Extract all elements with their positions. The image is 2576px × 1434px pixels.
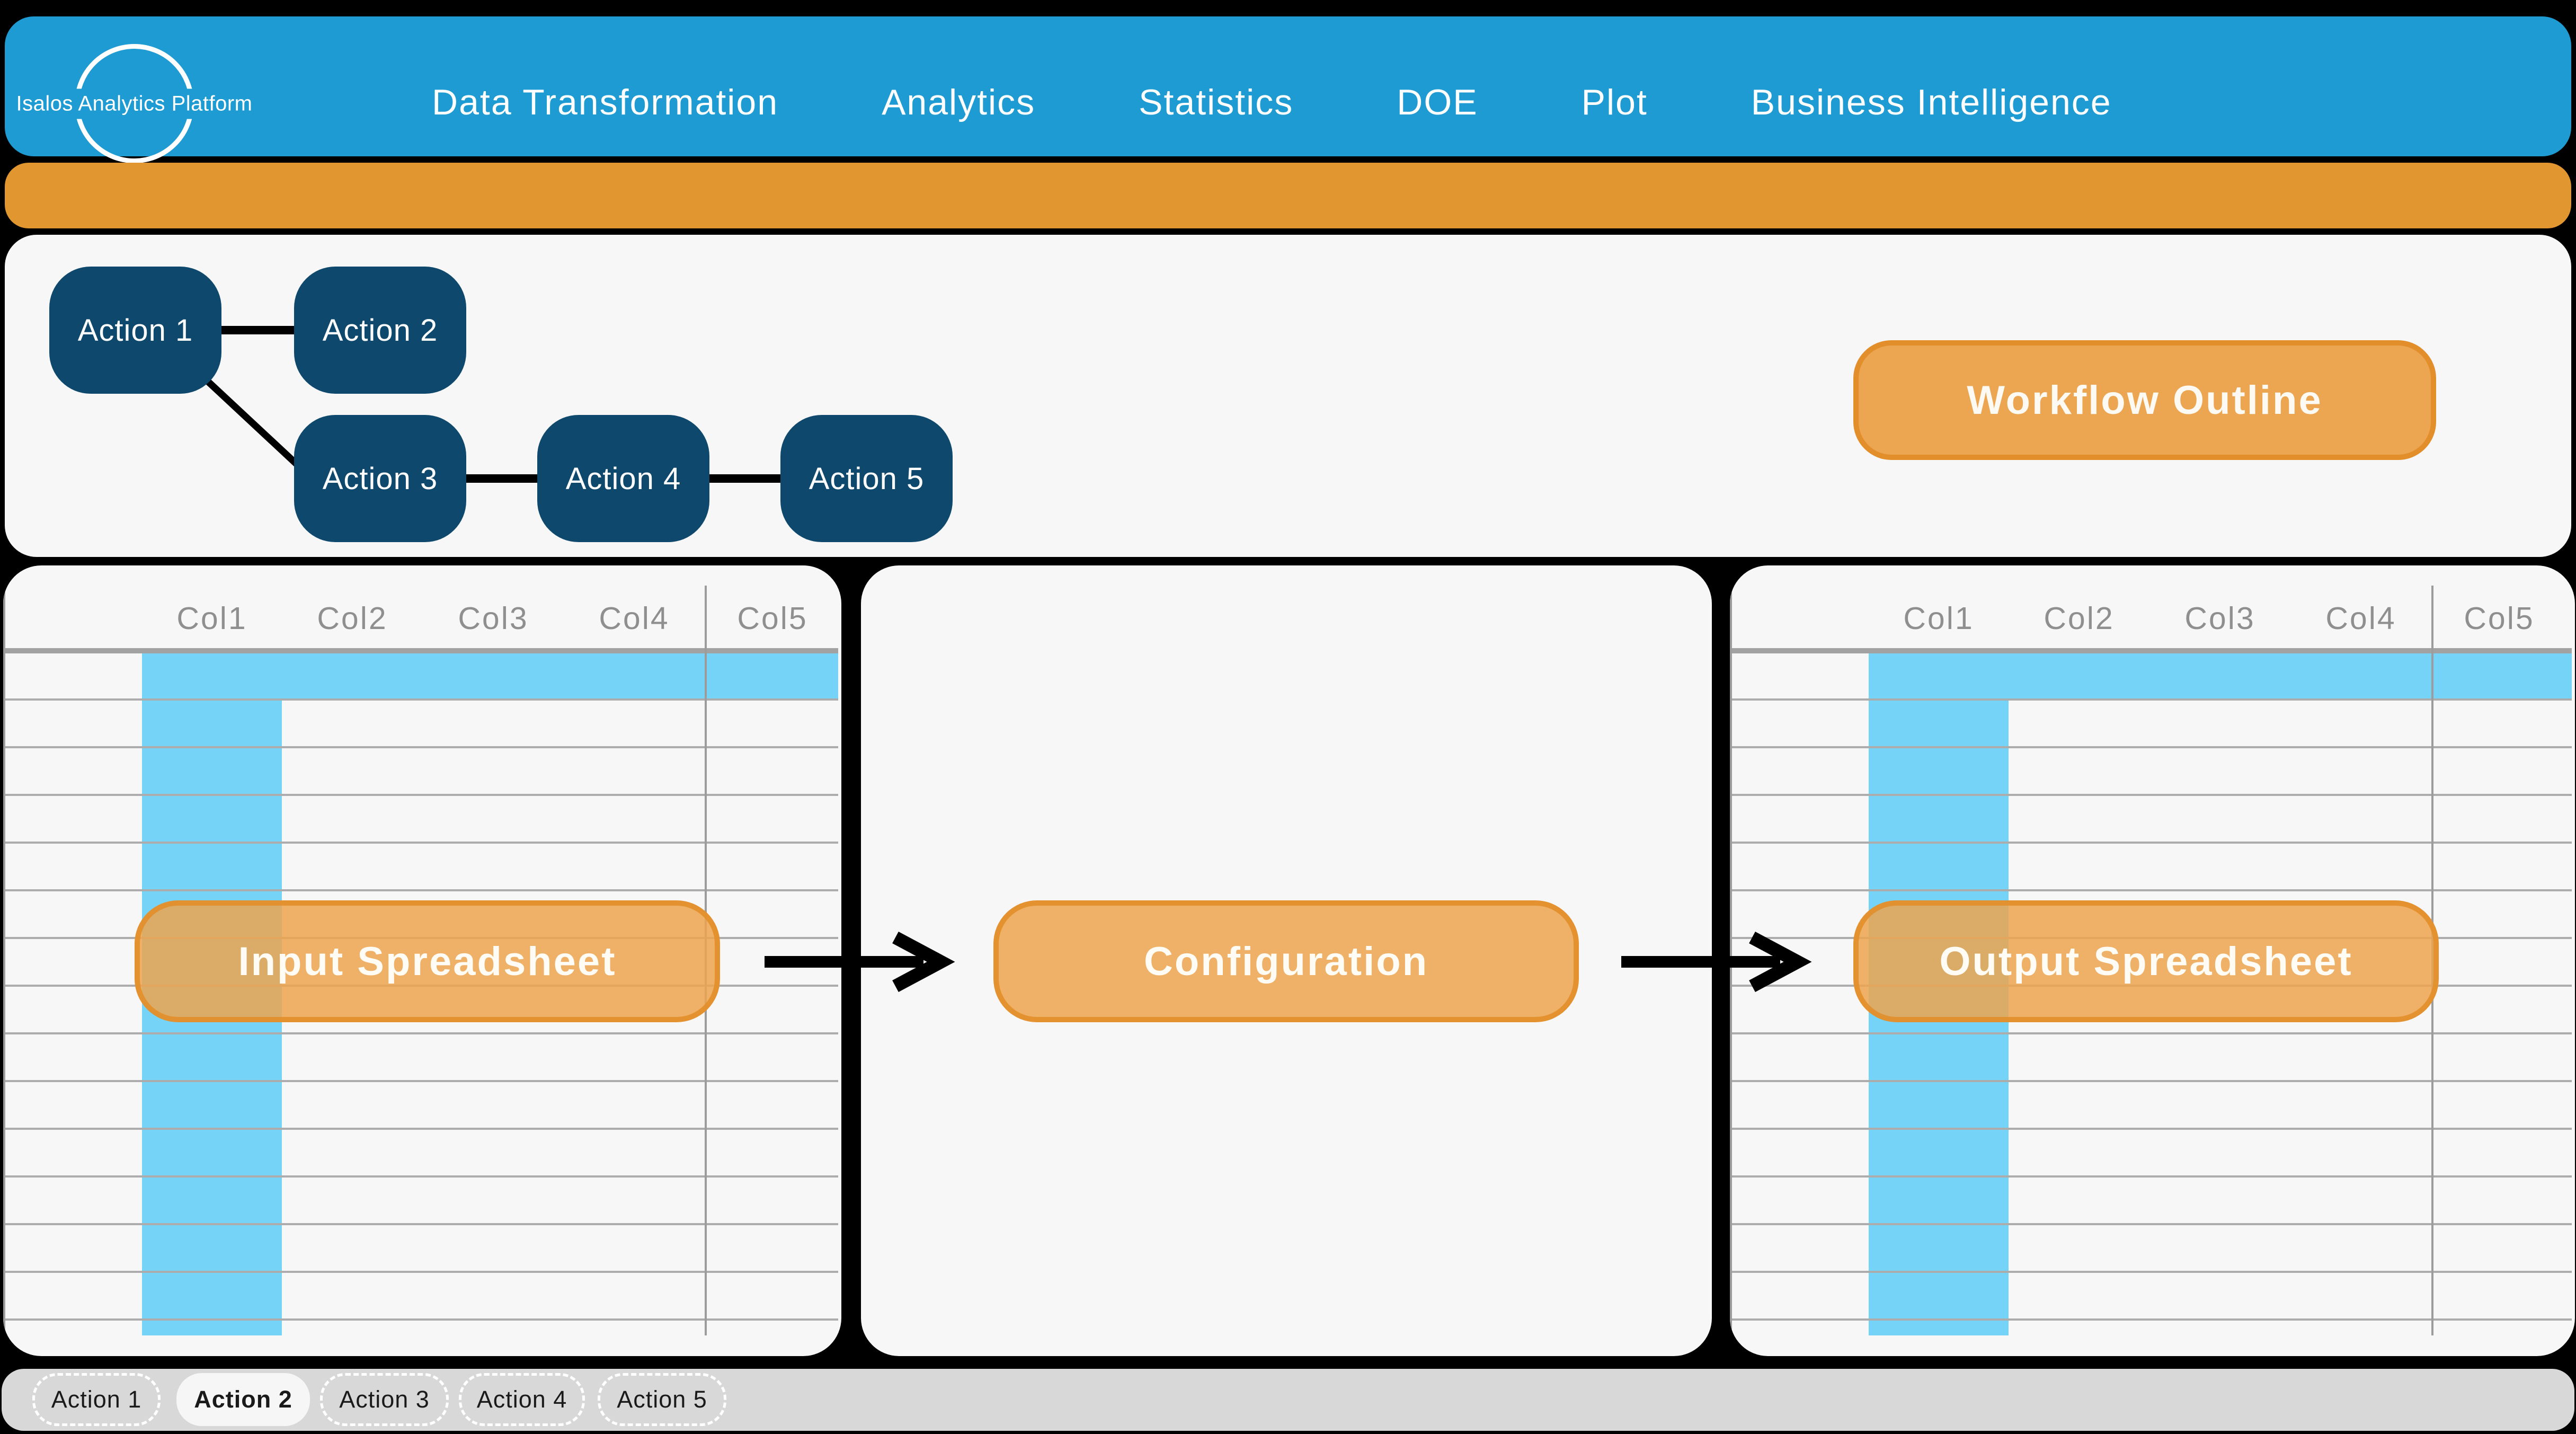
input-spreadsheet-label[interactable]: Input Spreadsheet bbox=[135, 900, 720, 1022]
header-separator-line bbox=[1730, 648, 2572, 653]
highlighted-row bbox=[142, 653, 838, 698]
menu-item-statistics[interactable]: Statistics bbox=[1139, 82, 1294, 122]
main-menu: Data Transformation Analytics Statistics… bbox=[432, 16, 2112, 156]
input-spreadsheet-panel: Col1 Col2 Col3 Col4 Col5 Input Spreadshe… bbox=[3, 565, 841, 1356]
column-header: Col4 bbox=[2325, 601, 2396, 636]
menu-item-data-transformation[interactable]: Data Transformation bbox=[432, 82, 779, 122]
column-header: Col1 bbox=[1903, 601, 1974, 636]
workflow-connector-lines bbox=[193, 326, 780, 483]
tab-action-1[interactable]: Action 1 bbox=[32, 1373, 161, 1426]
arrow-config-to-output-icon bbox=[1621, 931, 1812, 992]
action-tab-bar: Action 1 Action 2 Action 3 Action 4 Acti… bbox=[2, 1369, 2574, 1431]
output-spreadsheet-label[interactable]: Output Spreadsheet bbox=[1853, 900, 2439, 1022]
menu-item-business-intelligence[interactable]: Business Intelligence bbox=[1751, 82, 2112, 122]
menu-item-doe[interactable]: DOE bbox=[1397, 82, 1478, 122]
output-spreadsheet-panel: Col1 Col2 Col3 Col4 Col5 Output Spreadsh… bbox=[1730, 565, 2575, 1356]
menu-item-analytics[interactable]: Analytics bbox=[882, 82, 1036, 122]
ribbon-bar bbox=[5, 163, 2571, 228]
column-header: Col1 bbox=[176, 601, 247, 636]
column-header: Col5 bbox=[2464, 601, 2535, 636]
workflow-outline-button[interactable]: Workflow Outline bbox=[1853, 340, 2436, 460]
column-header: Col2 bbox=[317, 601, 388, 636]
column-header: Col2 bbox=[2044, 601, 2115, 636]
workflow-node-action-3[interactable]: Action 3 bbox=[294, 415, 466, 542]
grid-column-line bbox=[3, 586, 5, 1335]
column-header: Col4 bbox=[599, 601, 670, 636]
tab-action-4[interactable]: Action 4 bbox=[459, 1373, 585, 1426]
menu-item-plot[interactable]: Plot bbox=[1581, 82, 1648, 122]
workflow-node-action-2[interactable]: Action 2 bbox=[294, 267, 466, 394]
brand-name: Isalos Analytics Platform bbox=[11, 88, 258, 119]
configuration-panel: Configuration bbox=[861, 565, 1712, 1356]
highlighted-row bbox=[1869, 653, 2572, 698]
brand-logo: Isalos Analytics Platform bbox=[11, 44, 258, 163]
workflow-node-action-1[interactable]: Action 1 bbox=[49, 267, 221, 394]
header-separator-line bbox=[3, 648, 838, 653]
workflow-outline-panel: Action 1 Action 2 Action 3 Action 4 Acti… bbox=[5, 235, 2571, 557]
column-header: Col3 bbox=[2184, 601, 2255, 636]
column-header: Col3 bbox=[458, 601, 529, 636]
column-header: Col5 bbox=[737, 601, 808, 636]
workflow-node-action-4[interactable]: Action 4 bbox=[537, 415, 709, 542]
tab-action-2[interactable]: Action 2 bbox=[176, 1373, 310, 1426]
workflow-node-action-5[interactable]: Action 5 bbox=[780, 415, 953, 542]
configuration-button[interactable]: Configuration bbox=[993, 900, 1579, 1022]
top-nav-bar: Isalos Analytics Platform Data Transform… bbox=[5, 16, 2571, 163]
tab-action-5[interactable]: Action 5 bbox=[598, 1373, 726, 1426]
tab-action-3[interactable]: Action 3 bbox=[320, 1373, 449, 1426]
arrow-input-to-config-icon bbox=[765, 931, 955, 992]
